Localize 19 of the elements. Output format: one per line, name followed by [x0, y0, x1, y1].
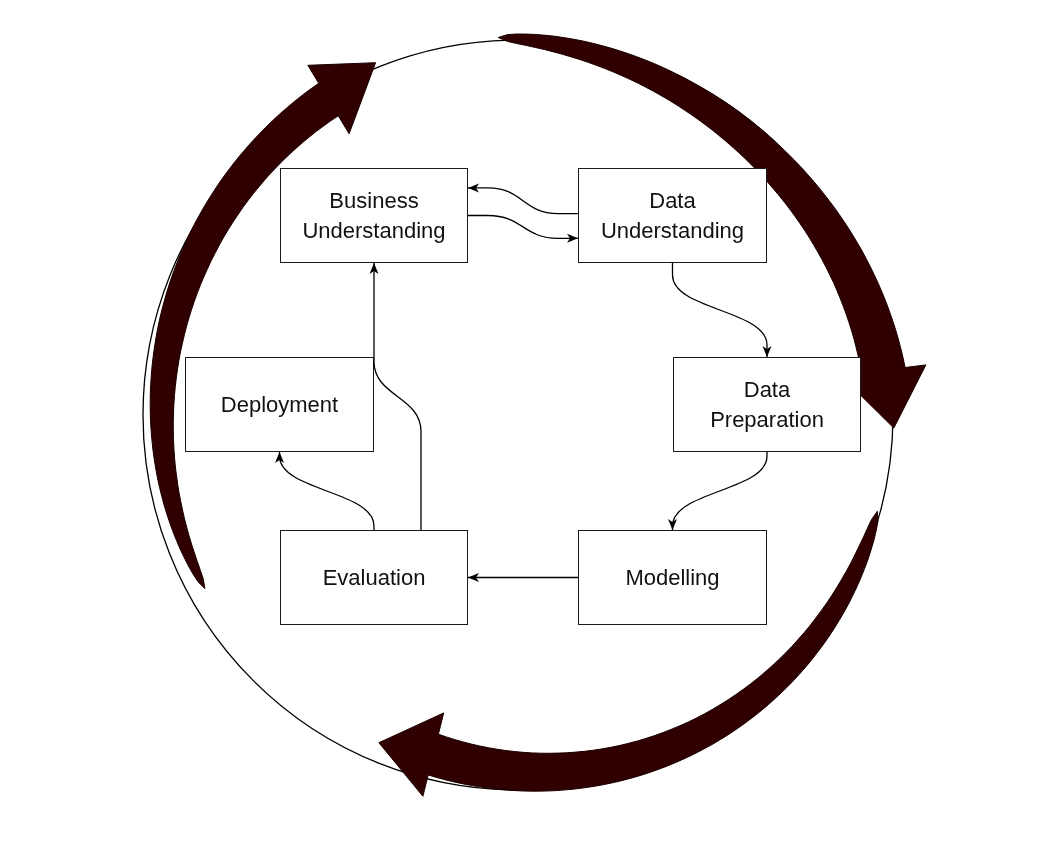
arrow [467, 214, 579, 243]
box-label: Data Understanding [599, 186, 746, 245]
box-label: Modelling [625, 563, 720, 592]
process-box [578, 530, 767, 625]
arrow [275, 451, 375, 531]
box-label: Business Understanding [301, 186, 447, 245]
arrow [668, 451, 768, 531]
box-label: Deployment [220, 390, 339, 419]
arrow [467, 183, 579, 215]
process-box [185, 357, 374, 452]
process-box [280, 530, 468, 625]
process-box [578, 168, 767, 263]
arrow [467, 573, 579, 582]
arrow [671, 262, 772, 358]
box-label: Data Preparation [709, 375, 825, 434]
arrow [369, 262, 422, 531]
box-label: Evaluation [322, 563, 426, 592]
process-box [280, 168, 468, 263]
process-box [673, 357, 861, 452]
